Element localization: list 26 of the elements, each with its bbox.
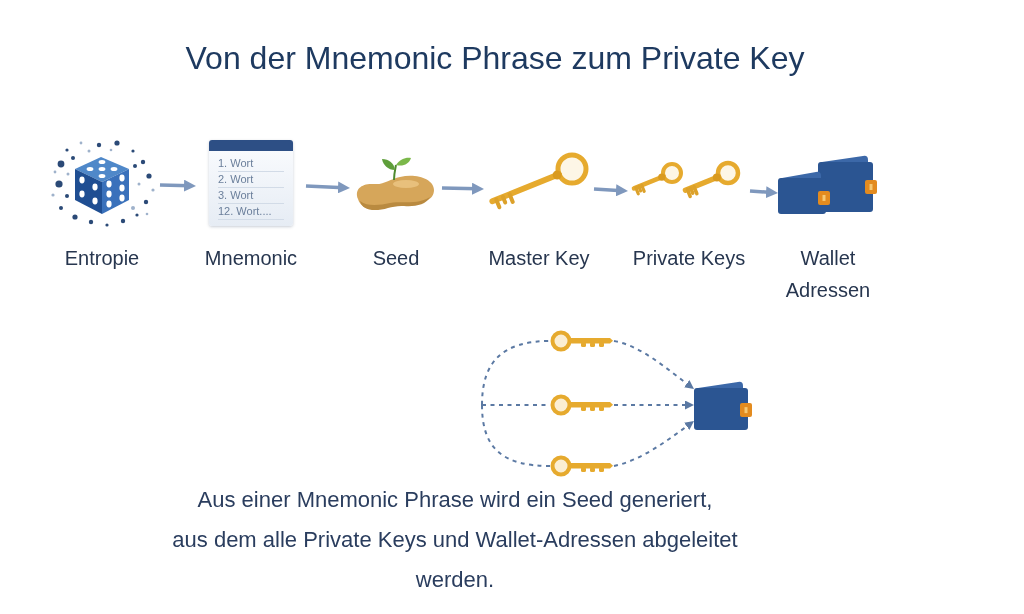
arrow — [441, 182, 484, 195]
dashed-arrow — [613, 421, 694, 467]
step-label: Mnemonic — [204, 246, 298, 271]
dashed-arrow — [613, 340, 694, 390]
document-card — [209, 139, 293, 226]
key-icon — [550, 394, 614, 416]
key-icon — [550, 455, 614, 477]
dashed-line — [481, 404, 551, 467]
dashed-arrow — [613, 400, 694, 410]
arrow — [749, 186, 778, 199]
key-icon — [550, 330, 614, 352]
step-label: Wallet Adressen — [784, 246, 872, 303]
word-list-entry: 1. Wort — [218, 155, 284, 172]
title-text: Von der Mnemonic Phrase zum Private Key — [184, 39, 806, 78]
step-label: Master Key — [488, 246, 590, 271]
arrow — [305, 181, 350, 194]
step-label: Entropie — [64, 246, 140, 271]
caption-text: Aus einer Mnemonic Phrase wird ein Seed generiert, aus dem alle Private Keys und Wallet-Adressen abgeleitet werden. — [171, 486, 739, 594]
arrow — [159, 179, 196, 192]
arrow — [593, 184, 628, 197]
step-label: Private Keys — [632, 246, 746, 271]
dashed-line — [481, 340, 551, 406]
word-list-entry: 12. Wort.... — [218, 203, 284, 220]
word-list-entry: 3. Wort — [218, 187, 284, 204]
step-label: Seed — [372, 246, 420, 271]
word-list-entry: 2. Wort — [218, 171, 284, 188]
